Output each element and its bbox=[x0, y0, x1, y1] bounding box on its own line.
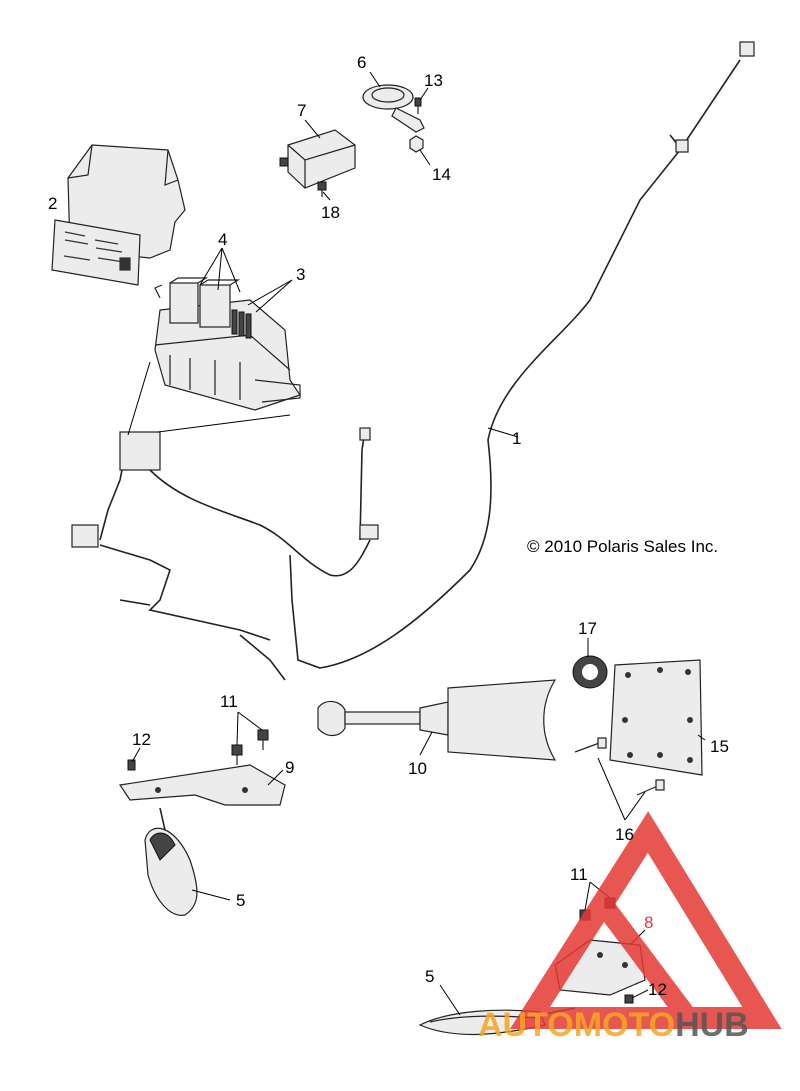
decal bbox=[51, 219, 141, 286]
wiring-harness bbox=[71, 41, 755, 681]
lever-switch bbox=[317, 679, 557, 761]
horn bbox=[362, 84, 425, 133]
watermark-text-automoto: AUTOMOTO bbox=[478, 1006, 675, 1044]
copyright-text: © 2010 Polaris Sales Inc. bbox=[527, 537, 718, 556]
flasher-module bbox=[279, 129, 356, 189]
callout-3: 3 bbox=[296, 265, 305, 284]
callout-5-upper: 5 bbox=[236, 891, 245, 910]
callout-16: 16 bbox=[615, 825, 634, 844]
callout-2: 2 bbox=[48, 194, 57, 213]
callout-8: 8 bbox=[644, 913, 653, 932]
callout-9: 9 bbox=[285, 758, 294, 777]
callout-15: 15 bbox=[710, 737, 729, 756]
grommet bbox=[572, 655, 608, 689]
screws-16 bbox=[574, 737, 665, 796]
callout-11-upper: 11 bbox=[220, 692, 238, 711]
callout-13: 13 bbox=[424, 71, 443, 90]
callout-12-upper: 12 bbox=[132, 730, 151, 749]
callout-17: 17 bbox=[578, 619, 597, 638]
turn-signal-upper bbox=[144, 807, 198, 916]
callout-7: 7 bbox=[297, 101, 306, 120]
callout-12-lower: 12 bbox=[648, 980, 667, 999]
watermark-text: AUTOMOTOHUB bbox=[478, 1006, 749, 1044]
watermark-logo bbox=[509, 811, 782, 1029]
screw-12-upper bbox=[127, 759, 136, 771]
callout-11-lower: 11 bbox=[570, 865, 588, 884]
watermark-text-hub: HUB bbox=[675, 1006, 749, 1044]
callout-18: 18 bbox=[321, 203, 340, 222]
callout-1: 1 bbox=[512, 429, 521, 448]
nut-14 bbox=[409, 135, 424, 153]
mounting-plate bbox=[609, 659, 703, 776]
screw-18 bbox=[317, 181, 327, 197]
callout-10: 10 bbox=[408, 759, 427, 778]
screw-13 bbox=[414, 97, 422, 114]
callout-5-lower: 5 bbox=[425, 967, 434, 986]
callout-6: 6 bbox=[357, 53, 366, 72]
leader-lines bbox=[127, 71, 706, 1016]
callout-4: 4 bbox=[218, 230, 227, 249]
fuse-box bbox=[154, 277, 301, 411]
screw-12-lower bbox=[624, 994, 634, 1004]
callout-14: 14 bbox=[432, 165, 451, 184]
bracket-9 bbox=[118, 764, 286, 806]
